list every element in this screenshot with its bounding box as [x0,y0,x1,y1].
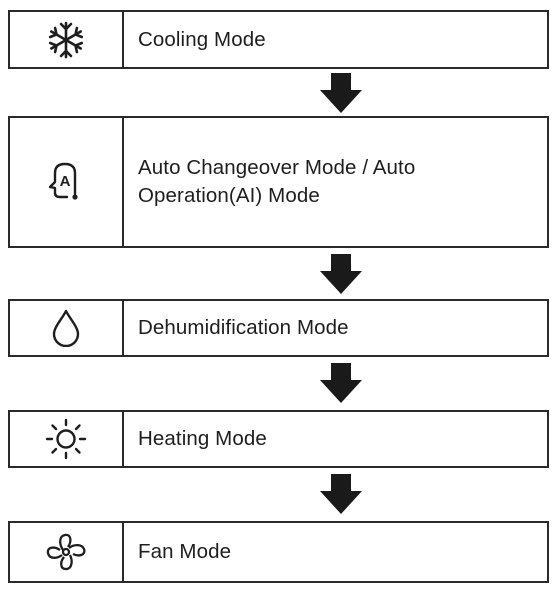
dehumidification-icon-cell [10,301,124,355]
snowflake-icon [48,21,84,58]
down-arrow-icon [320,474,362,514]
dehumidification-mode-label: Dehumidification Mode [138,316,349,339]
down-arrow-icon [320,363,362,403]
auto-mode-label: Auto Changeover Mode / Auto Operation(AI… [138,156,416,207]
down-arrow-icon [320,73,362,113]
fan-mode-label: Fan Mode [138,540,232,563]
sun-icon [45,418,87,460]
dehumidification-mode-box: Dehumidification Mode [8,299,549,357]
cooling-mode-label: Cooling Mode [138,27,266,51]
auto-mode-icon: A [48,162,78,200]
heating-mode-label: Heating Mode [138,427,267,450]
cooling-mode-box: Cooling Mode [8,10,549,69]
fan-icon-cell [10,523,124,581]
cooling-icon-cell [10,12,124,67]
auto-mode-icon-letter: A [60,173,71,190]
fan-icon [46,533,86,571]
auto-icon-cell: A [10,118,124,246]
heating-icon-cell [10,412,124,466]
heating-mode-box: Heating Mode [8,410,549,468]
fan-mode-box: Fan Mode [8,521,549,583]
down-arrow-icon [320,254,362,294]
water-drop-icon [52,309,80,347]
auto-mode-box: A Auto Changeover Mode / Auto Operation(… [8,116,549,248]
